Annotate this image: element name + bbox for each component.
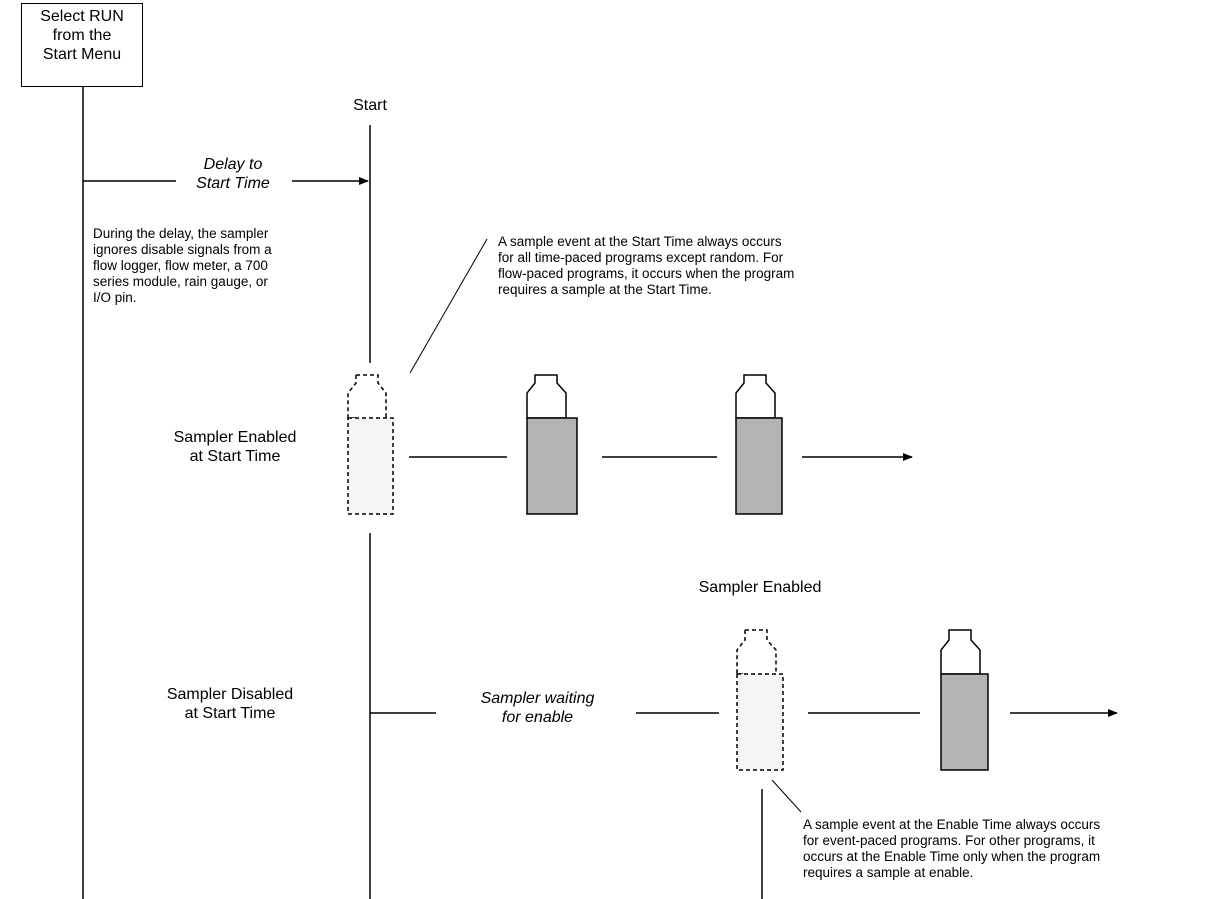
enabled-row-label-line: at Start Time [189, 448, 281, 465]
start-note-line: for all time-paced programs except rando… [498, 250, 784, 265]
delay-note: During the delay, the sampler ignores di… [93, 226, 272, 306]
start-note-line: requires a sample at the Start Time. [498, 282, 712, 297]
enable-note-line: for event-paced programs. For other prog… [803, 833, 1095, 848]
start-note-line: flow-paced programs, it occurs when the … [498, 266, 795, 281]
sample-bottle-icon [526, 374, 578, 515]
sampler-enabled-label: Sampler Enabled [698, 579, 822, 596]
run-start-line: Start Menu [42, 46, 122, 63]
run-start-line: Select RUN [40, 8, 124, 25]
sample-bottle-icon [940, 629, 989, 771]
enable-note-leader [771, 779, 802, 813]
delay-label: Delay to Start Time [171, 155, 295, 193]
disabled-row-label-line: Sampler Disabled [166, 686, 294, 703]
waiting-label-line: for enable [501, 709, 574, 726]
run-start-box [21, 3, 143, 87]
delay-label-line: Delay to [203, 156, 263, 173]
enable-note-line: requires a sample at enable. [803, 865, 974, 880]
waiting-label-line: Sampler waiting [480, 690, 595, 707]
disabled-row-label: Sampler Disabled at Start Time [132, 685, 328, 723]
delay-note-line: flow logger, flow meter, a 700 [93, 258, 268, 273]
delay-note-line: During the delay, the sampler [93, 226, 269, 241]
enabled-row-label-line: Sampler Enabled [173, 429, 297, 446]
enable-note-line: A sample event at the Enable Time always… [803, 817, 1101, 832]
delay-label-line: Start Time [196, 175, 270, 192]
waiting-label: Sampler waiting for enable [440, 689, 635, 727]
enable-note: A sample event at the Enable Time always… [803, 817, 1100, 881]
enable-note-line: occurs at the Enable Time only when the … [803, 849, 1101, 864]
sample-bottle-icon [735, 374, 783, 515]
disabled-row-label-line: at Start Time [184, 705, 276, 722]
pending-sample-bottle-icon [736, 629, 784, 771]
start-note: A sample event at the Start Time always … [498, 234, 794, 298]
pending-sample-bottle-icon [347, 374, 394, 515]
enabled-row-label: Sampler Enabled at Start Time [140, 428, 330, 466]
delay-note-line: series module, rain gauge, or [93, 274, 268, 289]
start-note-leader [409, 238, 488, 374]
run-start-line: from the [52, 27, 112, 44]
start-note-line: A sample event at the Start Time always … [498, 234, 782, 249]
delay-note-line: ignores disable signals from a [93, 242, 272, 257]
delay-note-line: I/O pin. [93, 290, 137, 305]
run-start-box-text: Select RUN from the Start Menu [21, 7, 143, 64]
start-label: Start [353, 97, 387, 114]
